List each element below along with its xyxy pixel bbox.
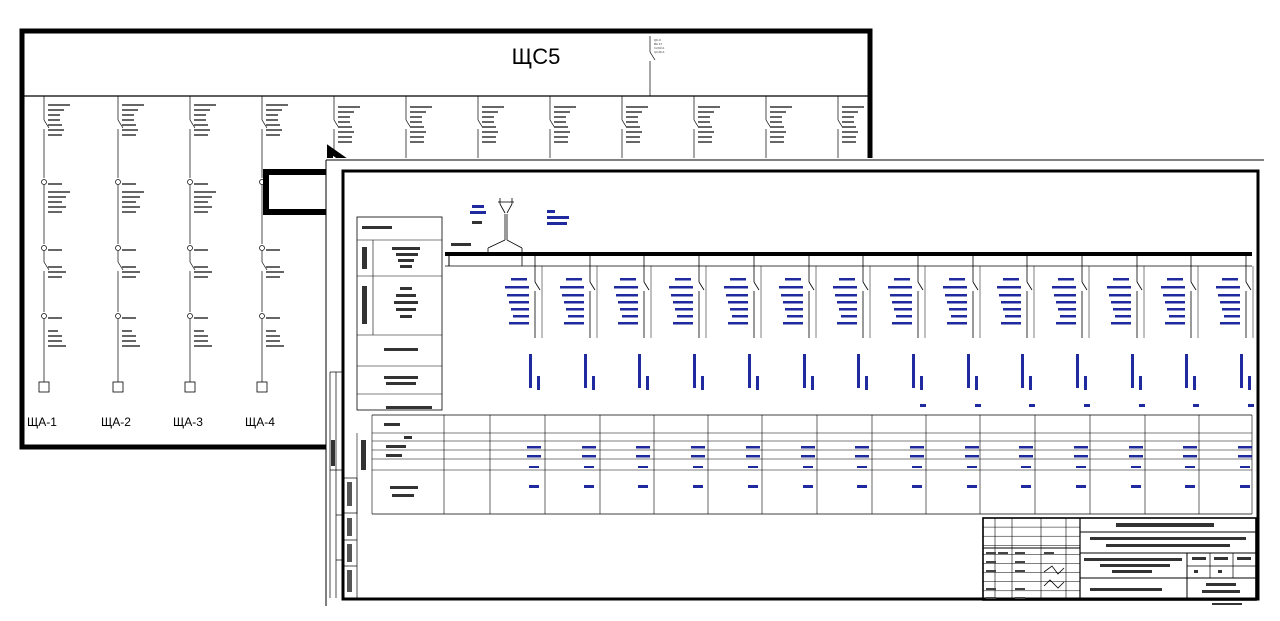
front-feeder-10: [997, 254, 1035, 407]
feeder-table-col-8: [910, 446, 924, 488]
feeder-table-col-3: [636, 446, 650, 488]
feeder-table-col-9: [965, 446, 979, 488]
back-feeder-column-1: [38, 96, 70, 393]
back-input-breaker: QF-0 ВА 47 In=63 A Iр=40 A: [649, 36, 664, 96]
feeder-table-col-2: [582, 446, 596, 488]
front-sheet-frame: [341, 169, 1260, 601]
feeder-table-col-10: [1019, 446, 1033, 488]
front-feeder-2: [560, 254, 598, 390]
binding-strip: [329, 371, 358, 598]
feeder-table-col-11: [1074, 446, 1088, 488]
front-feeder-4: [669, 254, 707, 390]
back-output-label-1: ЩА-1: [27, 415, 57, 429]
front-sheet: [325, 158, 1270, 606]
front-feeder-13: [1161, 254, 1199, 407]
back-feeder-stubs: [333, 96, 864, 158]
front-feeder-12: [1107, 254, 1145, 407]
feeder-table-col-6: [801, 446, 815, 488]
back-output-label-2: ЩА-2: [101, 415, 131, 429]
front-feeder-6: [779, 254, 817, 390]
input-section: [470, 198, 569, 266]
front-feeder-1: [505, 254, 543, 390]
back-feeder-stub-3: [477, 96, 504, 158]
signature-mark-1: [1043, 565, 1065, 575]
back-feeder-stub-8: [837, 96, 864, 158]
back-feeder-columns: [38, 96, 288, 393]
front-feeder-9: [943, 254, 981, 407]
front-feeder-3: [614, 254, 652, 390]
title-block: [982, 517, 1257, 605]
front-feeder-11: [1052, 254, 1090, 407]
front-feeder-8: [888, 254, 926, 407]
signature-mark-2: [1043, 579, 1065, 589]
back-feeder-stub-6: [693, 96, 720, 158]
svg-text:In=63 A: In=63 A: [654, 46, 664, 50]
svg-text:ВА 47: ВА 47: [654, 42, 662, 46]
back-feeder-stub-2: [405, 96, 432, 158]
feeder-table-col-5: [746, 446, 760, 488]
feeder-table-col-1: [527, 446, 541, 488]
feeder-table-col-4: [691, 446, 705, 488]
back-feeder-stub-5: [621, 96, 648, 158]
back-feeder-stub-1: [333, 96, 360, 158]
front-feeder-columns: [505, 254, 1254, 407]
stamp-signature-grid: [982, 517, 1081, 600]
back-sheet-title: ЩС5: [512, 44, 561, 69]
feeder-table: [356, 406, 1253, 515]
back-feeder-stub-7: [765, 96, 792, 158]
front-sheet-paper: [326, 158, 1270, 606]
feeder-table-col-12: [1129, 446, 1143, 488]
svg-text:Iр=40 A: Iр=40 A: [654, 50, 664, 54]
back-feeder-stub-4: [549, 96, 576, 158]
back-output-label-4: ЩА-4: [245, 415, 275, 429]
front-feeder-5: [724, 254, 762, 390]
back-output-label-3: ЩА-3: [173, 415, 203, 429]
front-feeder-14: [1216, 254, 1254, 407]
feeder-table-col-7: [855, 446, 869, 488]
feeder-table-col-13: [1183, 446, 1197, 488]
feeder-table-columns: [489, 415, 1252, 514]
back-feeder-column-3: [184, 96, 216, 393]
front-feeder-7: [833, 254, 871, 390]
svg-text:QF-0: QF-0: [654, 38, 661, 42]
header-table: [356, 216, 443, 411]
feeder-table-col-14: [1238, 446, 1252, 488]
back-feeder-column-2: [112, 96, 144, 393]
